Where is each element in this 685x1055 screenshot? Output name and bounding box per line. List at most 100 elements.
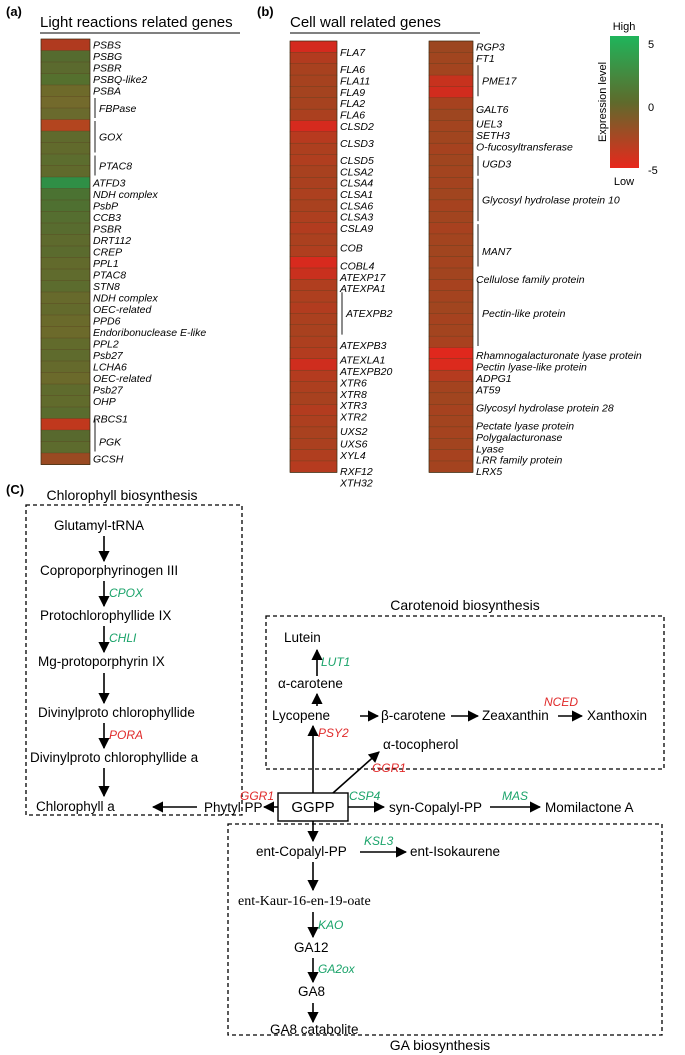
node-ga8-catabolite: GA8 catabolite	[270, 1022, 359, 1037]
heatmap-b1-cell	[289, 279, 338, 292]
node-divinylproto: Divinylproto chlorophyllide	[38, 705, 195, 720]
heatmap-b2-cell	[428, 120, 474, 133]
enzyme-lut1: LUT1	[321, 655, 350, 669]
heatmap-b2-gene-label: SETH3	[476, 130, 510, 142]
heatmap-b1-cell	[289, 392, 338, 405]
heatmap-b1-gene-label: FLA6	[340, 64, 365, 76]
heatmap-a-gene-label: ATFD3	[92, 178, 126, 190]
heatmap-a-outline	[40, 38, 91, 465]
heatmap-a-gene-label: STN8	[93, 281, 120, 293]
heatmap-a-cell	[40, 429, 91, 442]
heatmap-b2-cell	[428, 154, 474, 167]
heatmap-a-gene-label: OEC-related	[93, 304, 153, 316]
heatmap-b2-gene-label: LRR family protein	[476, 455, 563, 467]
panel-b: (b) Cell wall related genes FLA7FLA6FLA1…	[257, 4, 642, 489]
heatmap-b2-cell	[428, 165, 474, 178]
heatmap-a-gene-label: Psb27	[93, 385, 124, 397]
heatmap-b1-gene-label: ATEXPB20	[339, 366, 392, 378]
heatmap-a-cell	[40, 406, 91, 419]
heatmap-b1-gene-label: ATEXLA1	[339, 355, 385, 367]
heatmap-b2-gene-label: UEL3	[476, 119, 502, 131]
heatmap-b1-gene-label: RXF12	[340, 466, 373, 478]
heatmap-b1-cell	[289, 177, 338, 190]
legend-tick-label: -5	[648, 165, 658, 177]
heatmap-b2-cell	[428, 369, 474, 382]
heatmap-b1-gene-label: CLSA6	[340, 200, 373, 212]
heatmap-a-cell	[40, 234, 91, 247]
node-ga12: GA12	[294, 940, 329, 955]
heatmap-b1-gene-label: COB	[340, 242, 363, 254]
heatmap-b2-cell	[428, 177, 474, 190]
heatmap-b1-cell	[289, 165, 338, 178]
heatmap-a-cell	[40, 452, 91, 465]
heatmap-b1-gene-label: ATEXP17	[339, 272, 386, 284]
panel-c-label: (C)	[6, 482, 24, 497]
heatmap-b2-gene-label: AT59	[475, 384, 500, 396]
heatmap-a-gene-label: PSBG	[93, 51, 122, 63]
heatmap-a-gene-label: PSBQ-like2	[93, 74, 147, 86]
heatmap-b1-cell	[289, 381, 338, 394]
heatmap-a-gene-label: CCB3	[93, 212, 121, 224]
node-ent-kaur: ent-Kaur-16-en-19-oate	[238, 894, 371, 909]
node-xanthoxin: Xanthoxin	[587, 708, 647, 723]
heatmap-b1-gene-label: COBL4	[340, 261, 375, 273]
legend-title: Expression level	[597, 62, 609, 142]
heatmap-b1-cell	[289, 438, 338, 451]
heatmap-b1-cell	[289, 63, 338, 76]
heatmap-b2-cell	[428, 347, 474, 360]
heatmap-b2-cell	[428, 131, 474, 144]
heatmap-b1-cell	[289, 335, 338, 348]
heatmap-b2-gene-label: Pectin-like protein	[482, 308, 566, 320]
heatmap-b2-cell	[428, 86, 474, 99]
color-legend: High Low Expression level 50-5	[597, 21, 658, 188]
heatmap-b-col1	[289, 40, 338, 473]
heatmap-a-gene-label: PTAC8	[93, 270, 126, 282]
enzyme-pora: PORA	[109, 728, 143, 742]
heatmap-b2-gene-label: Glycosyl hydrolase protein 28	[476, 402, 614, 414]
heatmap-b1-outline	[289, 40, 338, 473]
ggpp-box	[277, 792, 349, 822]
heatmap-b1-gene-label: FLA6	[340, 110, 365, 122]
heatmap-b1-cell	[289, 460, 338, 473]
carotenoid-title: Carotenoid biosynthesis	[390, 597, 539, 613]
heatmap-a-cell	[40, 360, 91, 373]
heatmap-b1-cell	[289, 52, 338, 65]
heatmap-a-labels: PSBSPSBGPSBRPSBQ-like2PSBAFBPaseGOXPTAC8…	[92, 40, 206, 466]
heatmap-b1-cell	[289, 131, 338, 144]
panel-a-label: (a)	[6, 4, 22, 19]
arrow-ggpp-to-tocopherol	[332, 751, 380, 794]
chlorophyll-title: Chlorophyll biosynthesis	[47, 487, 198, 503]
heatmap-a-cell	[40, 303, 91, 316]
heatmap-a-gene-label: PSBR	[93, 63, 122, 75]
heatmap-b2-cell	[428, 52, 474, 65]
heatmap-b1-cell	[289, 324, 338, 337]
heatmap-a-gene-label: GCSH	[93, 454, 124, 466]
ga-title: GA biosynthesis	[390, 1037, 490, 1053]
heatmap-b1-cell	[289, 120, 338, 133]
heatmap-b1-gene-label: CLSD2	[340, 121, 374, 133]
heatmap-b1-cell	[289, 369, 338, 382]
heatmap-b1-cell	[289, 415, 338, 428]
heatmap-b1-cell	[289, 313, 338, 326]
heatmap-b1-cell	[289, 233, 338, 246]
heatmap-a-cell	[40, 142, 91, 155]
heatmap-a-gene-label: OEC-related	[93, 373, 153, 385]
heatmap-a-cell	[40, 73, 91, 86]
heatmap-b1-gene-label: UXS2	[340, 426, 368, 438]
heatmap-b2-gene-label: Pectin lyase-like protein	[476, 362, 587, 374]
node-protochlorophyllide: Protochlorophyllide IX	[40, 608, 171, 623]
heatmap-b2-cell	[428, 74, 474, 87]
heatmap-b2-gene-label: FT1	[476, 53, 495, 65]
heatmap-b1-gene-label: XTR2	[339, 411, 367, 423]
heatmap-a-gene-label: PSBA	[93, 86, 121, 98]
heatmap-b1-gene-label: ATEXPB3	[339, 340, 387, 352]
heatmap-b-col1-labels: FLA7FLA6FLA11FLA9FLA2FLA6CLSD2CLSD3CLSD5…	[339, 47, 393, 489]
heatmap-a-cell	[40, 291, 91, 304]
heatmap-b1-gene-label: CLSD3	[340, 138, 374, 150]
heatmap-b1-cell	[289, 426, 338, 439]
heatmap-b1-gene-label: CLSA1	[340, 189, 373, 201]
heatmap-a-gene-label: PPD6	[93, 316, 121, 328]
heatmap-a-cell	[40, 119, 91, 132]
heatmap-b1-gene-label: FLA7	[340, 47, 366, 59]
